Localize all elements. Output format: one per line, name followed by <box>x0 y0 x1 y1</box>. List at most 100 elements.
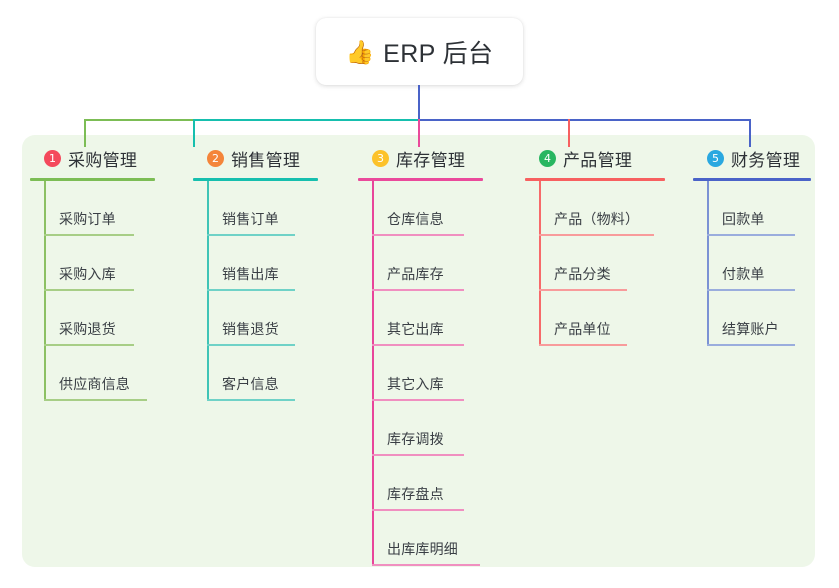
list-item[interactable]: 产品库存 <box>358 236 483 291</box>
item-spine <box>372 511 374 566</box>
item-label: 销售出库 <box>222 266 279 282</box>
item-rule <box>707 234 795 236</box>
column-items: 回款单 付款单 结算账户 <box>693 181 811 346</box>
column-rule <box>193 178 318 181</box>
item-spine <box>44 291 46 346</box>
item-label: 产品分类 <box>554 266 611 282</box>
column-number-badge: 1 <box>44 149 61 167</box>
column-number-badge: 5 <box>707 149 724 167</box>
item-spine <box>44 346 46 401</box>
item-spine <box>539 291 541 346</box>
item-spine <box>372 456 374 511</box>
connector-drop-col-3 <box>418 119 420 147</box>
item-rule <box>539 344 627 346</box>
item-rule <box>372 509 464 511</box>
item-rule <box>372 454 464 456</box>
column-header[interactable]: 1 采购管理 <box>30 146 155 170</box>
item-label: 其它出库 <box>387 321 444 337</box>
connector-drop-col-2 <box>193 119 195 147</box>
list-item[interactable]: 仓库信息 <box>358 181 483 236</box>
list-item[interactable]: 采购入库 <box>30 236 155 291</box>
item-rule <box>207 289 295 291</box>
item-label: 库存调拨 <box>387 431 444 447</box>
item-rule <box>372 399 464 401</box>
list-item[interactable]: 销售出库 <box>193 236 318 291</box>
item-spine <box>707 236 709 291</box>
item-label: 产品（物料） <box>554 211 640 227</box>
list-item[interactable]: 其它出库 <box>358 291 483 346</box>
item-rule <box>372 234 464 236</box>
item-spine <box>372 291 374 346</box>
connector-drop-col-5 <box>749 119 751 147</box>
column-header[interactable]: 2 销售管理 <box>193 146 318 170</box>
item-spine <box>372 401 374 456</box>
item-rule <box>707 289 795 291</box>
connector-bus-segment-3 <box>418 119 751 121</box>
item-rule <box>207 234 295 236</box>
item-rule <box>207 344 295 346</box>
column-items: 产品（物料） 产品分类 产品单位 <box>525 181 665 346</box>
item-rule <box>539 234 654 236</box>
column-rule <box>525 178 665 181</box>
item-label: 客户信息 <box>222 376 279 392</box>
item-label: 库存盘点 <box>387 486 444 502</box>
column-title: 财务管理 <box>731 150 801 170</box>
item-label: 供应商信息 <box>59 376 130 392</box>
item-spine <box>372 346 374 401</box>
column-inventory: 3 库存管理 仓库信息 产品库存 其它出库 其它入库 <box>358 146 483 566</box>
column-rule <box>358 178 483 181</box>
column-title: 采购管理 <box>68 150 138 170</box>
list-item[interactable]: 供应商信息 <box>30 346 155 401</box>
item-label: 仓库信息 <box>387 211 444 227</box>
item-label: 产品单位 <box>554 321 611 337</box>
item-rule <box>44 399 147 401</box>
column-procurement: 1 采购管理 采购订单 采购入库 采购退货 供应商信息 <box>30 146 155 401</box>
list-item[interactable]: 销售退货 <box>193 291 318 346</box>
list-item[interactable]: 销售订单 <box>193 181 318 236</box>
column-title: 产品管理 <box>563 150 633 170</box>
item-rule <box>372 344 464 346</box>
item-rule <box>707 344 795 346</box>
list-item[interactable]: 产品分类 <box>525 236 665 291</box>
column-title: 库存管理 <box>396 150 466 170</box>
item-rule <box>207 399 295 401</box>
root-node[interactable]: 👍 ERP 后台 <box>316 18 523 85</box>
item-rule <box>44 234 134 236</box>
list-item[interactable]: 出库库明细 <box>358 511 483 566</box>
connector-drop-col-4 <box>568 119 570 147</box>
column-header[interactable]: 4 产品管理 <box>525 146 665 170</box>
list-item[interactable]: 客户信息 <box>193 346 318 401</box>
list-item[interactable]: 付款单 <box>693 236 811 291</box>
list-item[interactable]: 回款单 <box>693 181 811 236</box>
item-rule <box>372 564 480 566</box>
column-product: 4 产品管理 产品（物料） 产品分类 产品单位 <box>525 146 665 346</box>
column-number-badge: 2 <box>207 149 224 167</box>
list-item[interactable]: 采购订单 <box>30 181 155 236</box>
column-number-badge: 3 <box>372 149 389 167</box>
board-background <box>22 135 815 567</box>
item-label: 结算账户 <box>722 321 779 337</box>
column-number-badge: 4 <box>539 149 556 167</box>
list-item[interactable]: 采购退货 <box>30 291 155 346</box>
column-title: 销售管理 <box>231 150 301 170</box>
list-item[interactable]: 库存盘点 <box>358 456 483 511</box>
list-item[interactable]: 其它入库 <box>358 346 483 401</box>
list-item[interactable]: 产品（物料） <box>525 181 665 236</box>
item-spine <box>707 181 709 236</box>
list-item[interactable]: 产品单位 <box>525 291 665 346</box>
item-spine <box>44 236 46 291</box>
column-header[interactable]: 3 库存管理 <box>358 146 483 170</box>
connector-drop-col-1 <box>84 119 86 147</box>
column-header[interactable]: 5 财务管理 <box>693 146 811 170</box>
item-label: 产品库存 <box>387 266 444 282</box>
root-title: ERP 后台 <box>383 39 494 68</box>
item-label: 出库库明细 <box>387 541 458 557</box>
item-label: 采购订单 <box>59 211 116 227</box>
item-spine <box>539 236 541 291</box>
item-label: 采购入库 <box>59 266 116 282</box>
list-item[interactable]: 库存调拨 <box>358 401 483 456</box>
list-item[interactable]: 结算账户 <box>693 291 811 346</box>
item-rule <box>539 289 627 291</box>
item-label: 回款单 <box>722 211 765 227</box>
